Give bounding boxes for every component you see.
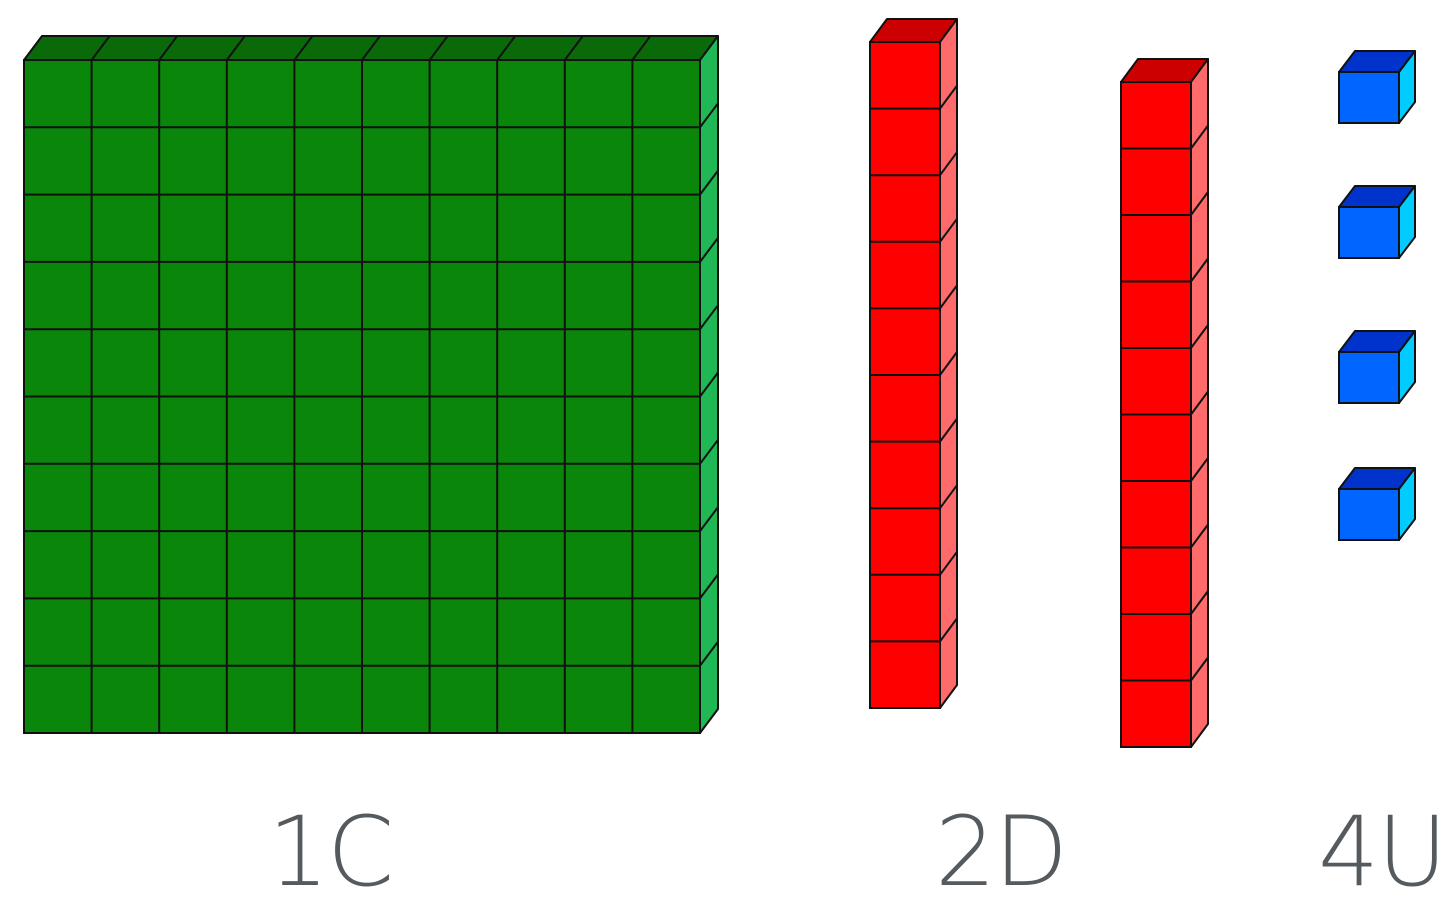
ten-rods-group <box>870 19 1208 747</box>
unit-cube <box>1339 186 1415 258</box>
ten-rod <box>1121 59 1208 747</box>
unit-cube <box>1339 468 1415 540</box>
tens-label: 2D <box>935 800 1066 905</box>
unit-cubes-group <box>1339 51 1415 540</box>
unit-cube-front-face <box>1339 72 1399 123</box>
unit-cube-front-face <box>1339 489 1399 540</box>
ten-rod <box>870 19 957 708</box>
hundreds-label: 1C <box>268 800 392 905</box>
hundred-flat-group <box>24 36 718 733</box>
unit-cube <box>1339 51 1415 123</box>
unit-cube-front-face <box>1339 352 1399 403</box>
hundred-flat <box>24 36 718 733</box>
unit-cube-front-face <box>1339 207 1399 258</box>
units-label: 4U <box>1318 800 1445 905</box>
unit-cube <box>1339 331 1415 403</box>
